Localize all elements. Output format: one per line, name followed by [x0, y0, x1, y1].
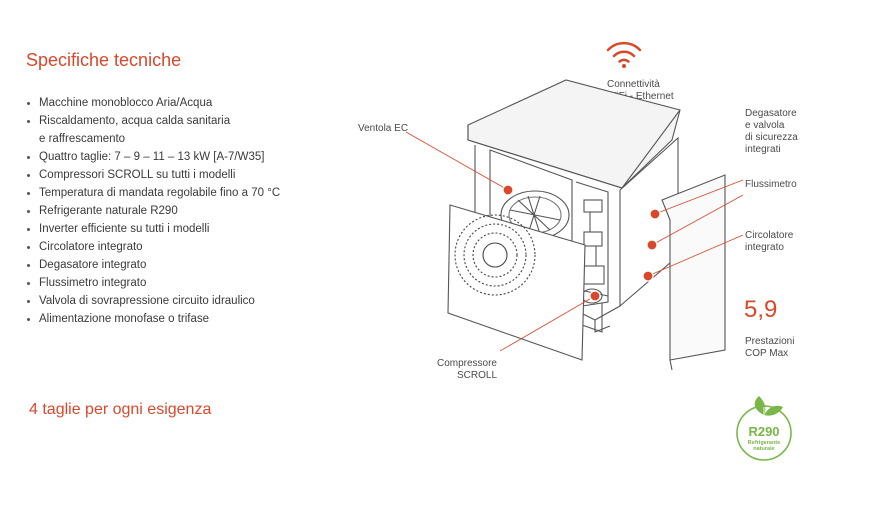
list-item: Inverter efficiente su tutti i modelli [26, 220, 326, 238]
list-item: Valvola di sovrapressione circuito idrau… [26, 292, 326, 310]
list-item: Flussimetro integrato [26, 274, 326, 292]
degasser-label: Degasatore e valvola di sicurezza integr… [745, 108, 798, 155]
badge-code: R290 [748, 424, 779, 439]
circulator-label: Circolatore integrato [745, 230, 794, 253]
subheading: 4 taglie per ogni esigenza [29, 401, 212, 418]
list-item: Refrigerante naturale R290 [26, 202, 326, 220]
list-item: Degasatore integrato [26, 256, 326, 274]
list-item: Compressori SCROLL su tutti i modelli [26, 166, 326, 184]
badge-text-1: Refrigerante [748, 440, 780, 446]
cop-label: Prestazioni COP Max [745, 336, 795, 359]
leaf-icon [754, 396, 783, 416]
circulator-dot [642, 270, 654, 282]
list-item: Macchine monoblocco Aria/Acqua [26, 94, 326, 112]
spec-list: Macchine monoblocco Aria/Acqua Riscaldam… [26, 94, 326, 328]
fan-dot [502, 184, 514, 196]
cop-value: 5,9 [744, 296, 778, 323]
flowmeter-dot [646, 239, 658, 251]
r290-badge: R290 Refrigerante naturale [736, 396, 792, 461]
wifi-icon [606, 41, 642, 68]
compressor-dot [589, 290, 601, 302]
list-item: Quattro taglie: 7 – 9 – 11 – 13 kW [A-7/… [26, 148, 326, 166]
list-item: Alimentazione monofase o trifase [26, 310, 326, 328]
compressor-label: Compressore SCROLL [436, 358, 497, 381]
list-item: Circolatore integrato [26, 238, 326, 256]
page-title: Specifiche tecniche [26, 50, 182, 70]
list-item: Temperatura di mandata regolabile fino a… [26, 184, 326, 202]
list-item: Riscaldamento, acqua calda sanitaria e r… [26, 112, 326, 148]
flowmeter-label: Flussimetro [745, 179, 797, 190]
heat-pump-illustration [405, 79, 744, 371]
badge-text-2: naturale [753, 446, 774, 452]
fan-label: Ventola EC [358, 123, 409, 134]
degasser-dot [649, 208, 661, 220]
